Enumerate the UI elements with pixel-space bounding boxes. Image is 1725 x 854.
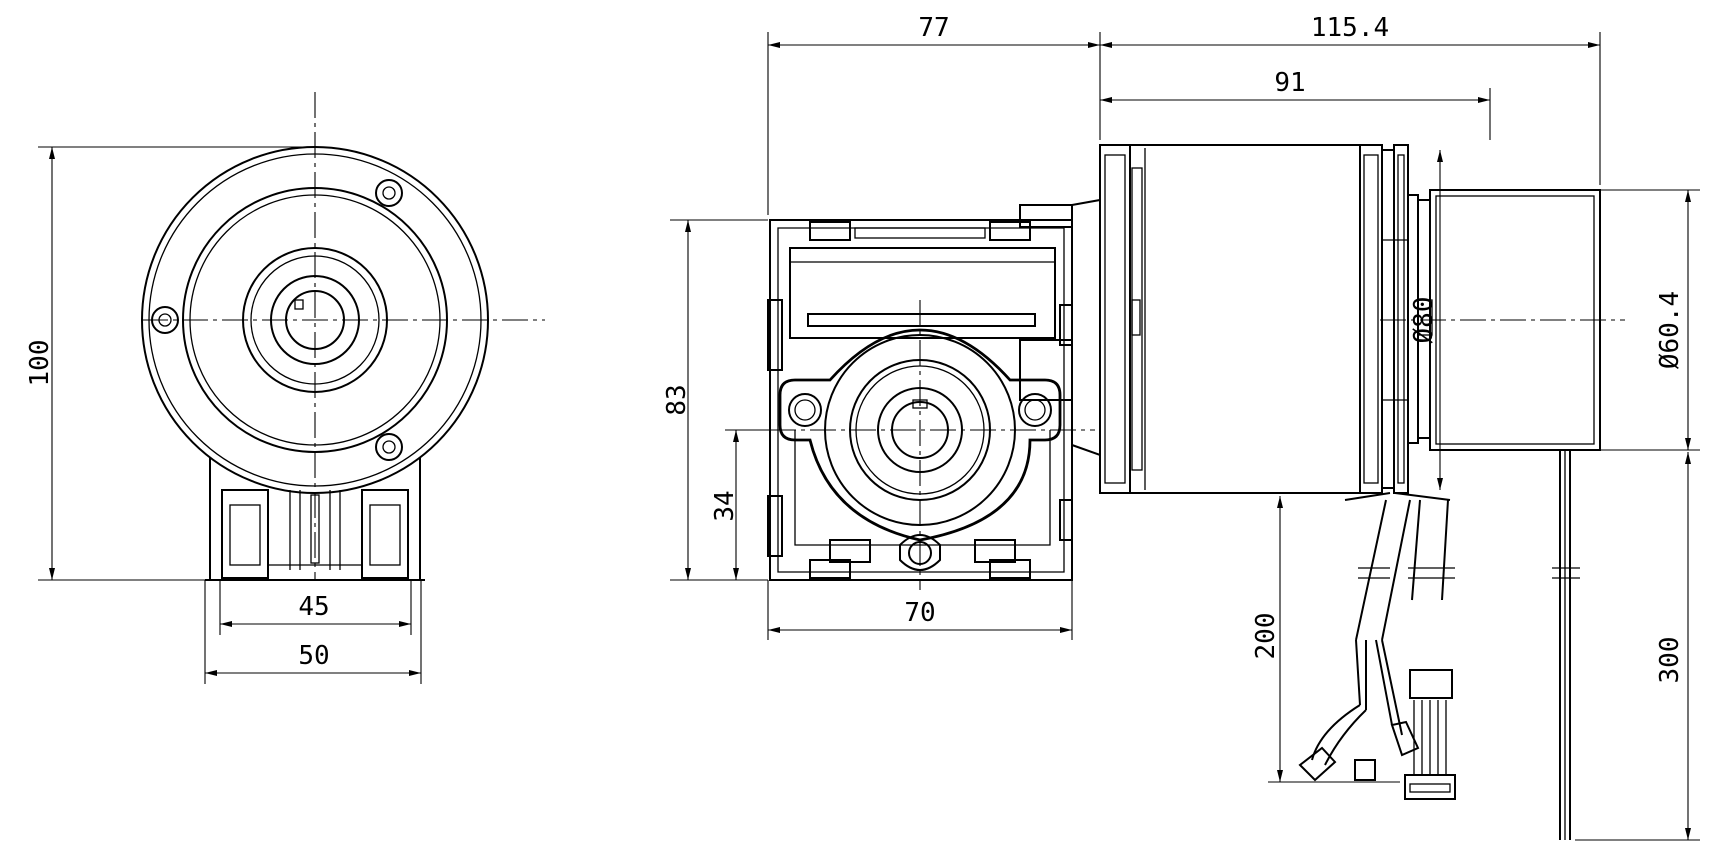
dim-gearbox-height: 83 (662, 384, 692, 415)
bolt-icon (151, 306, 179, 334)
connector-icon (1404, 774, 1456, 800)
dim-front-width-inner: 45 (298, 592, 329, 622)
dim-shaft-height: 34 (710, 490, 740, 521)
dim-motor-diameter: Ø80 (1409, 297, 1439, 344)
dim-encoder-diameter: Ø60.4 (1655, 291, 1685, 369)
power-cable (1298, 492, 1456, 800)
dim-cable-length-encoder: 300 (1655, 637, 1685, 684)
dim-front-width-outer: 50 (298, 641, 329, 671)
dim-cable-length-power: 200 (1251, 613, 1281, 660)
ring-terminal-icon (1298, 746, 1337, 782)
side-view: 77 115.4 91 83 34 70 Ø80 Ø60.4 (662, 13, 1700, 841)
motor-body (1099, 144, 1433, 494)
dim-front-height: 100 (25, 340, 55, 387)
ring-terminal-icon (1390, 720, 1420, 757)
dim-gearbox-length: 77 (918, 13, 949, 43)
dim-motor-total: 115.4 (1311, 13, 1389, 43)
bolt-icon (375, 179, 403, 207)
ring-terminal-icon (1354, 759, 1376, 781)
front-gearbox-base (205, 458, 425, 581)
encoder-cable (1552, 450, 1580, 840)
bolt-icon (375, 433, 403, 461)
dim-motor-body: 91 (1274, 68, 1305, 98)
dim-gearbox-width: 70 (904, 598, 935, 628)
front-view: 100 45 50 (25, 92, 545, 684)
